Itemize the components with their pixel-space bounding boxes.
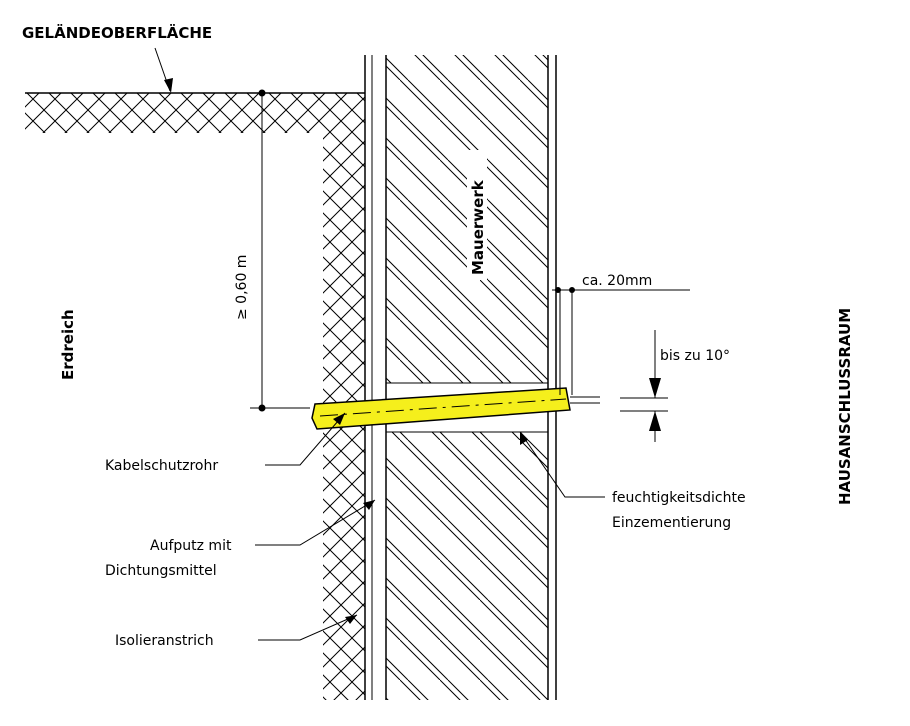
leaders	[255, 412, 605, 641]
cable-pipe-label: Kabelschutzrohr	[105, 458, 218, 474]
sealing-label-2: Einzementierung	[612, 515, 731, 531]
wall	[364, 55, 557, 700]
sealing-label-1: feuchtigkeitsdichte	[612, 490, 746, 506]
building-room-label: HAUSANSCHLUSSRAUM	[836, 308, 854, 505]
soil-area	[25, 92, 365, 700]
masonry-label: Mauerwerk	[469, 179, 487, 275]
gap-dimension	[552, 287, 690, 395]
cable-protection-pipe	[311, 387, 600, 430]
soil-label: Erdreich	[59, 309, 77, 380]
plaster-label-1: Aufputz mit	[150, 538, 232, 554]
plaster-label-2: Dichtungsmittel	[105, 563, 217, 579]
ground-surface-label: GELÄNDEOBERFLÄCHE	[22, 23, 212, 42]
slope-dimension	[620, 330, 668, 442]
slope-label: bis zu 10°	[660, 348, 730, 364]
depth-dimension	[250, 89, 310, 412]
depth-label: ≥ 0,60 m	[234, 255, 250, 320]
gap-label: ca. 20mm	[582, 273, 652, 289]
insulation-label: Isolieranstrich	[115, 633, 214, 649]
